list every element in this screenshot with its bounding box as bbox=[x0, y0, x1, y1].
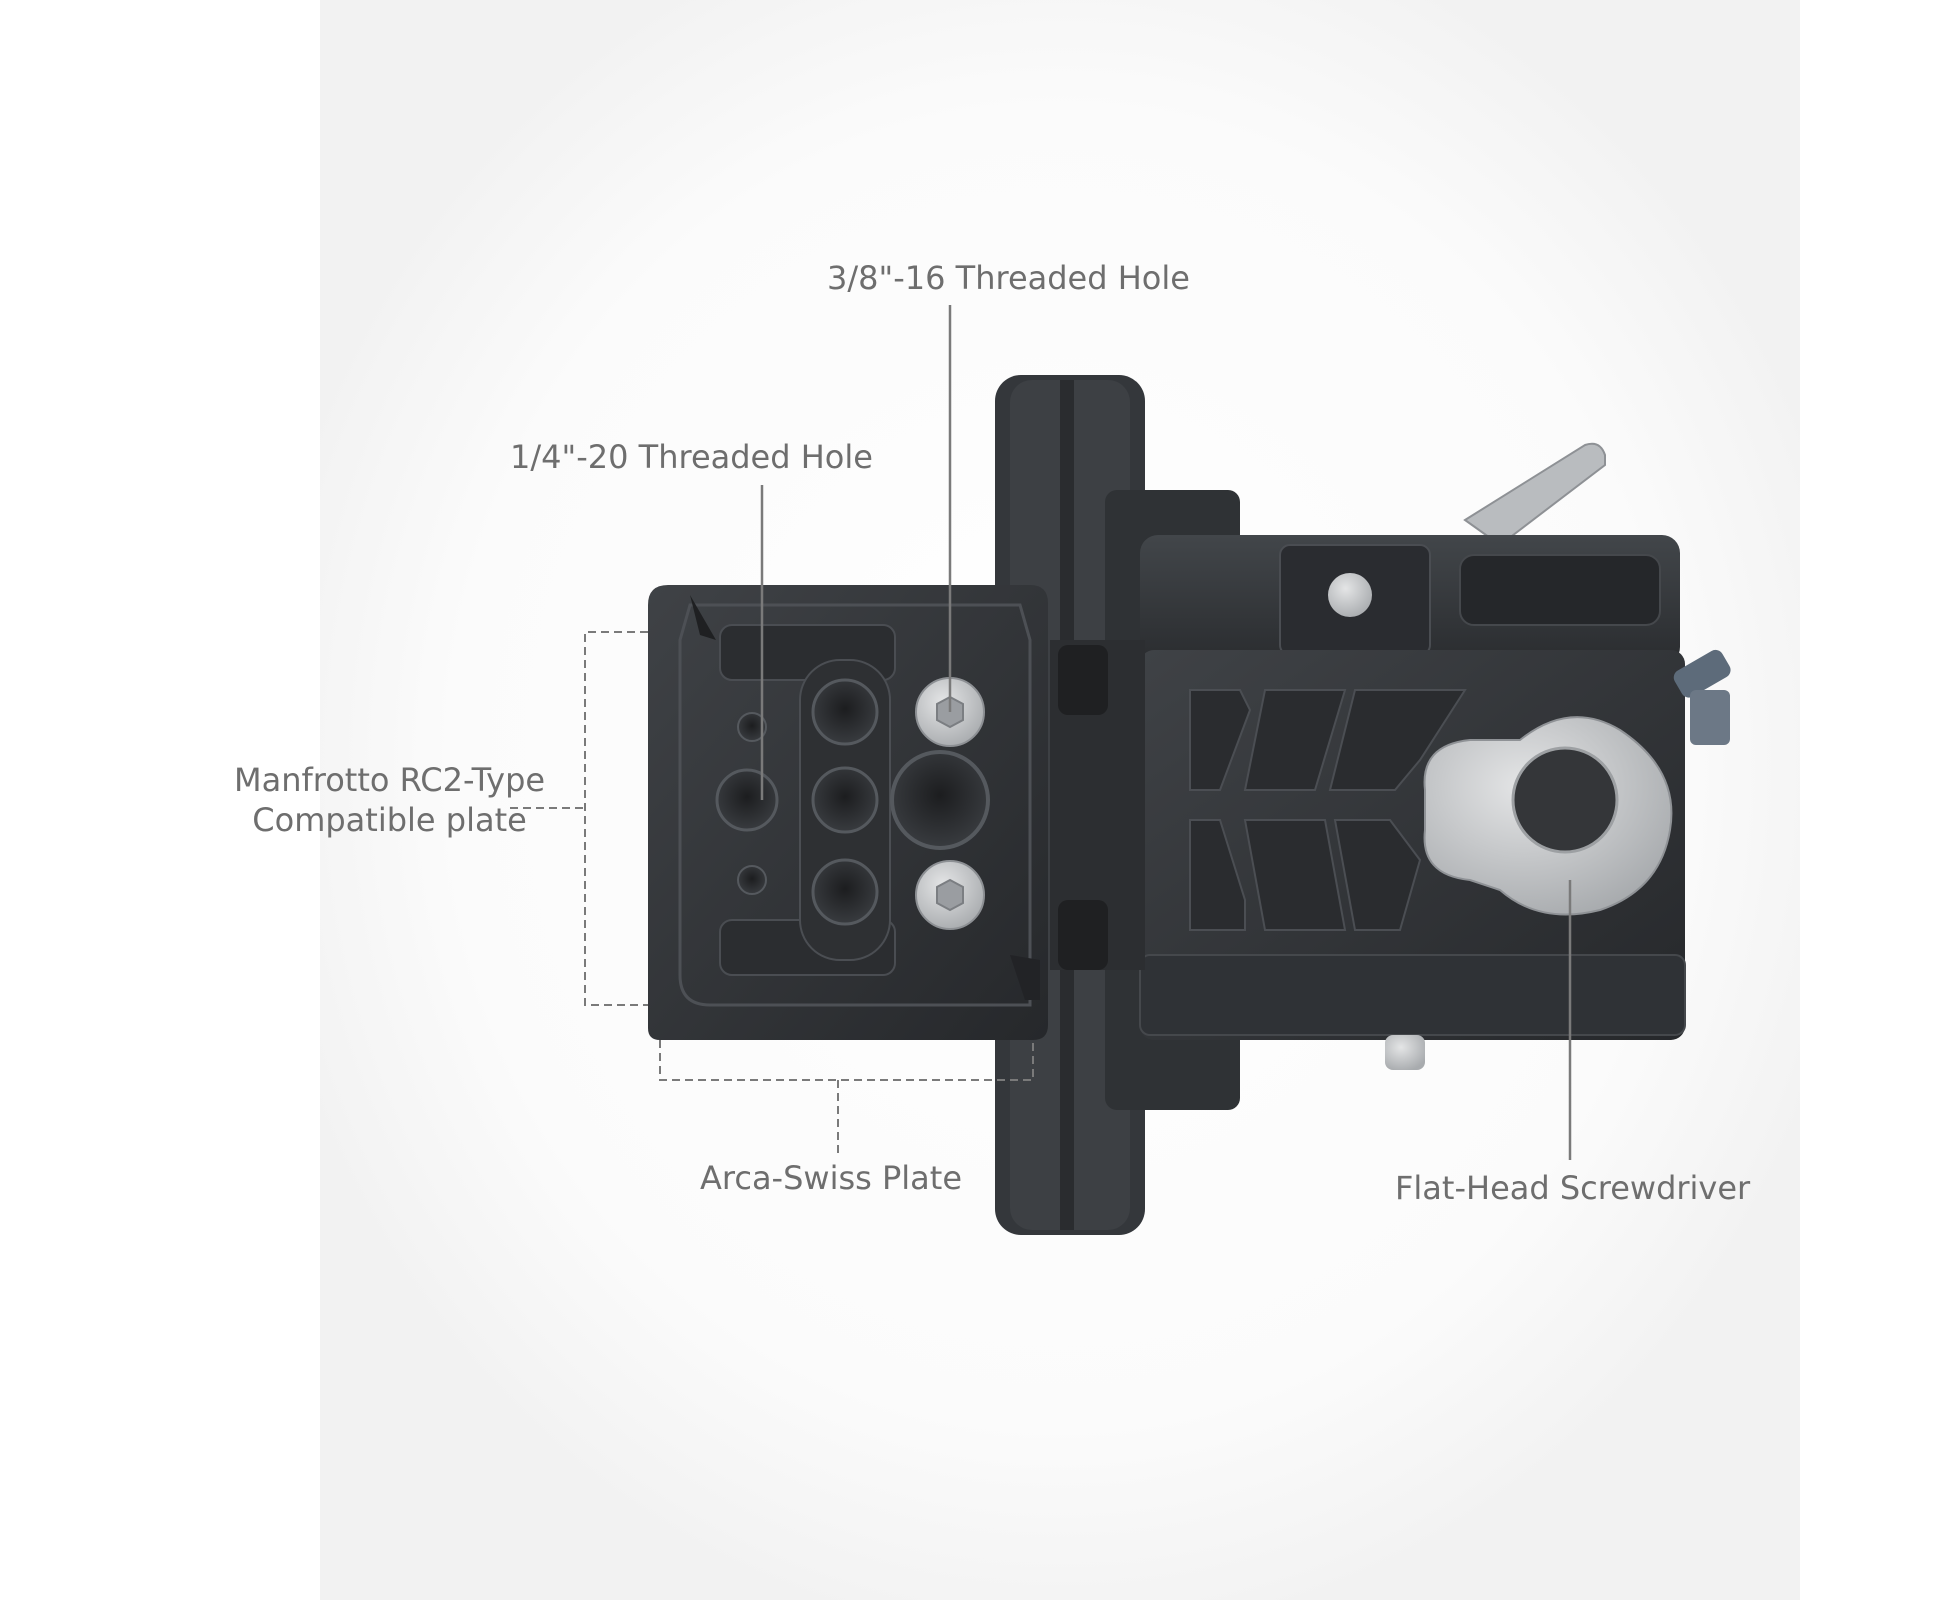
label-manfrotto-line2: Compatible plate bbox=[252, 801, 527, 839]
label-manfrotto-plate: Manfrotto RC2-Type Compatible plate bbox=[234, 760, 545, 840]
label-manfrotto-line1: Manfrotto RC2-Type bbox=[234, 761, 546, 799]
bracket-arca bbox=[659, 1040, 1034, 1081]
dashed-brackets bbox=[510, 631, 1034, 1155]
label-threaded-hole-1-4: 1/4"-20 Threaded Hole bbox=[510, 438, 873, 476]
threaded-hole-3-8 bbox=[890, 750, 990, 850]
flat-head-screwdriver bbox=[1423, 716, 1673, 916]
leader-lines bbox=[760, 305, 1572, 1160]
quick-release-plate bbox=[648, 585, 1048, 1040]
lock-screw bbox=[1328, 573, 1372, 617]
label-arca-swiss-plate: Arca-Swiss Plate bbox=[700, 1159, 963, 1197]
hex-screw-bottom bbox=[915, 860, 985, 930]
quick-release-base bbox=[1139, 442, 1731, 1070]
release-lever bbox=[1463, 442, 1606, 547]
side-knob bbox=[1673, 649, 1731, 745]
bracket-manfrotto bbox=[584, 631, 648, 1006]
label-threaded-hole-3-8: 3/8"-16 Threaded Hole bbox=[827, 259, 1190, 297]
mounting-pin bbox=[1385, 1035, 1425, 1070]
label-flat-head-screwdriver: Flat-Head Screwdriver bbox=[1395, 1169, 1751, 1207]
